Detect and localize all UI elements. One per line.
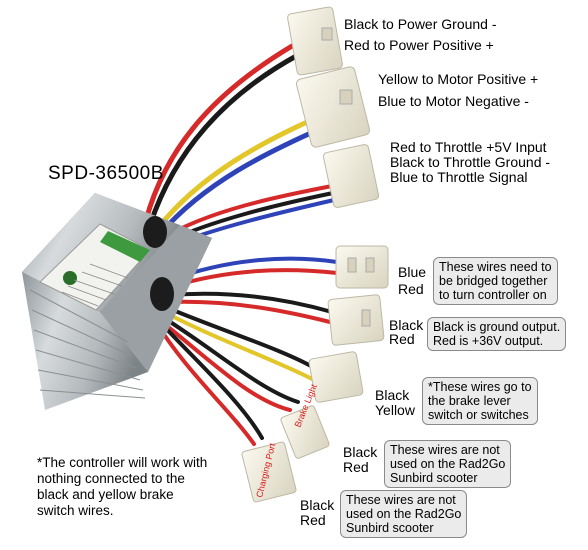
pair3-color-1: Black [375, 387, 410, 403]
footnote-line-2: nothing connected to the [37, 471, 185, 486]
wire-brake-black [166, 306, 320, 372]
upper-wire-bundle [143, 43, 336, 250]
pair4-note: These wires are not used on the Rad2Go S… [384, 440, 512, 488]
wire-brake-yellow [166, 312, 316, 382]
wire-output-red [168, 299, 332, 324]
wire-power-red [143, 43, 295, 223]
output-connector [327, 294, 385, 346]
throttle-connector [322, 144, 380, 208]
pair1-note: These wires need to be bridged together … [433, 257, 558, 305]
wire-light-red [160, 320, 292, 412]
footnote-line-3: black and yellow brake [37, 487, 174, 502]
motor-connector [295, 66, 371, 148]
pair5-note: These wires are not used on the Rad2Go S… [340, 490, 468, 538]
pair5-note-line-2: used on the Rad2Go [346, 507, 462, 521]
pair3-note: *These wires go to the brake lever switc… [422, 377, 538, 425]
wire-charge-red [154, 320, 256, 446]
wire-motor-blue [157, 125, 325, 237]
wire-bridge-red [168, 268, 339, 289]
brand-logo-icon [63, 271, 77, 285]
pair5-note-line-3: Sunbird scooter [346, 521, 434, 535]
pair4-color-1: Black [343, 444, 378, 460]
pair1-color-1: Blue [398, 264, 427, 280]
pair4-note-line-2: used on the Rad2Go [390, 457, 506, 471]
pair1-color-2: Red [398, 281, 424, 297]
pair4-note-line-3: Sunbird scooter [390, 471, 478, 485]
pair5-color-1: Black [300, 497, 335, 513]
pair4-note-line-1: These wires are not [390, 443, 500, 457]
throttle-label-3: Blue to Throttle Signal [390, 169, 528, 185]
pair3-note-line-2: the brake lever [428, 394, 511, 408]
bridge-connector [335, 245, 389, 289]
wire-light-black [162, 316, 300, 404]
power-label-1: Black to Power Ground - [344, 16, 497, 32]
model-title: SPD-36500B [48, 163, 164, 184]
pair2-note-line-2: Red is +36V output. [433, 334, 544, 348]
motor-label-1: Yellow to Motor Positive + [378, 71, 539, 87]
pair2-note: Black is ground output. Red is +36V outp… [427, 317, 567, 351]
pair3-color-2: Yellow [375, 402, 415, 418]
throttle-label-1: Red to Throttle +5V Input [390, 139, 547, 155]
wire-output-black [168, 291, 334, 314]
wire-power-black [147, 52, 301, 228]
pair2-note-line-1: Black is ground output. [433, 320, 561, 334]
controller-box [22, 193, 212, 410]
pair1-note-line-1: These wires need to [439, 260, 552, 274]
lower-wire-grommet [150, 277, 174, 311]
upper-wire-grommet [143, 216, 167, 248]
footnote-line-1: *The controller will work with [37, 455, 208, 470]
footnote-line-4: switch wires. [37, 503, 114, 518]
pair2-color-2: Red [389, 331, 415, 347]
footnote: *The controller will work with nothing c… [37, 455, 207, 519]
charging-port-plug: Charging Port [241, 441, 297, 503]
pair5-note-line-1: These wires are not [346, 493, 456, 507]
brake-connector [308, 351, 364, 403]
power-label-2: Red to Power Positive + [344, 37, 494, 53]
power-connector [287, 6, 343, 76]
wire-charge-black [158, 320, 264, 440]
pair5-color-2: Red [300, 512, 326, 528]
lower-wire-bundle [154, 256, 339, 446]
throttle-label-2: Black to Throttle Ground - [390, 154, 551, 170]
pair3-note-line-3: switch or switches [428, 408, 529, 422]
pair2-color-1: Black [389, 317, 424, 333]
pair1-note-line-2: be bridged together [439, 274, 548, 288]
motor-label-2: Blue to Motor Negative - [378, 93, 529, 109]
pair3-note-line-1: *These wires go to [428, 380, 532, 394]
pair1-note-line-3: to turn controller on [439, 288, 547, 302]
wire-motor-yellow [155, 115, 319, 231]
pair4-color-2: Red [343, 459, 369, 475]
